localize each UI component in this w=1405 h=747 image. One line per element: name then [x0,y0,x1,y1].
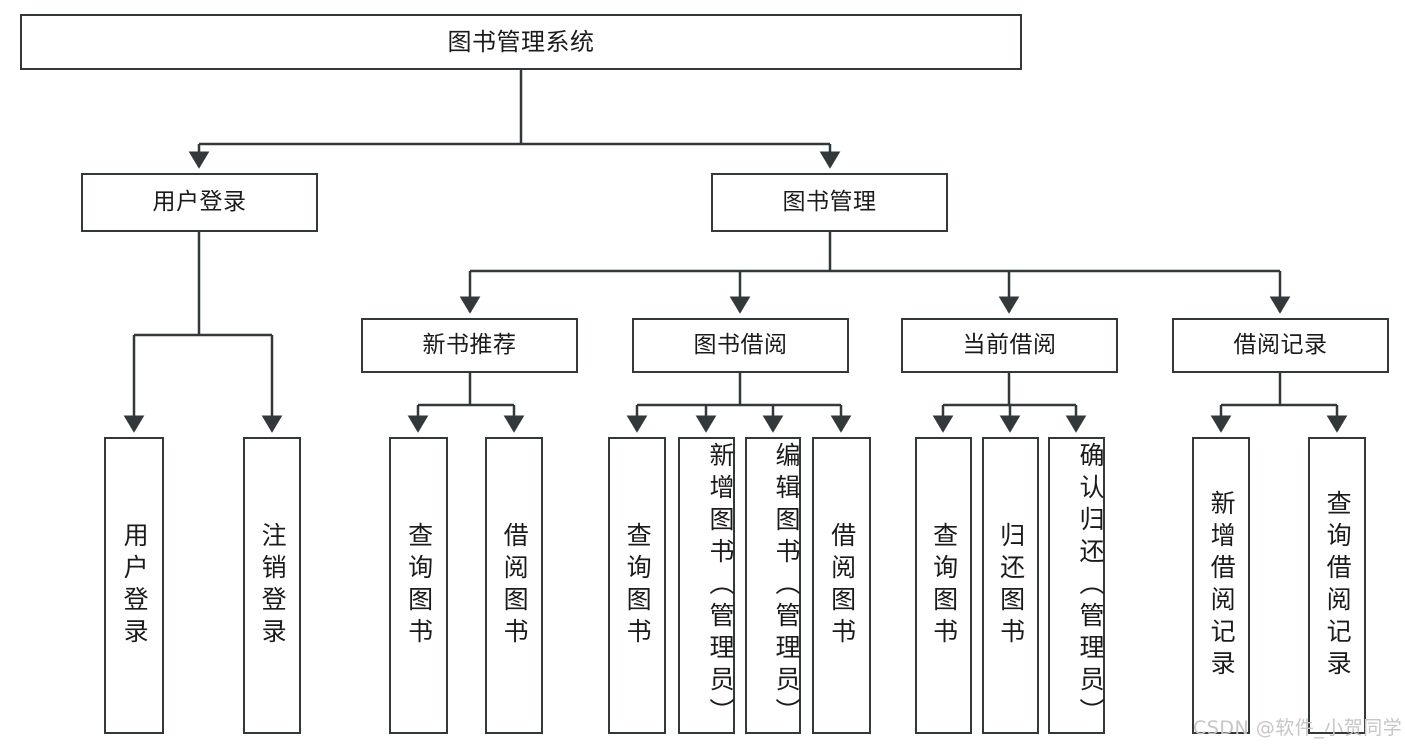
node-label: 归还图书 [996,521,1026,650]
node-user-login[interactable]: 用户登录 [81,173,318,232]
node-leaf-return-book[interactable]: 归还图书 [982,437,1039,734]
node-label: 图书管理系统 [447,27,595,56]
node-current-borrow[interactable]: 当前借阅 [901,318,1118,373]
node-leaf-user-login[interactable]: 用户登录 [104,437,164,734]
node-label: 查询图书 [623,521,653,650]
node-label: 编辑图书（管理员） [772,441,801,730]
node-label: 确认归还（管理员） [1076,441,1105,730]
node-label: 注销登录 [258,521,288,650]
node-leaf-query-borrow-record[interactable]: 查询借阅记录 [1308,437,1366,734]
node-label: 借阅记录 [1233,331,1328,358]
node-root-system[interactable]: 图书管理系统 [20,14,1022,70]
node-leaf-borrow-book-2[interactable]: 借阅图书 [812,437,871,734]
node-book-borrow[interactable]: 图书借阅 [632,318,849,373]
node-label: 用户登录 [120,521,150,650]
node-label: 图书管理 [782,188,877,215]
node-leaf-confirm-return-admin[interactable]: 确认归还（管理员） [1048,437,1105,734]
node-label: 用户登录 [152,188,247,215]
node-borrow-record[interactable]: 借阅记录 [1172,318,1389,373]
node-leaf-add-borrow-record[interactable]: 新增借阅记录 [1192,437,1250,734]
csdn-watermark: CSDN @软件_小贺同学 [1193,717,1403,739]
node-leaf-query-book-2[interactable]: 查询图书 [608,437,666,734]
node-label: 查询借阅记录 [1323,489,1353,682]
node-label: 当前借阅 [962,331,1057,358]
node-label: 图书借阅 [693,331,788,358]
node-label: 新书推荐 [422,331,517,358]
node-leaf-add-book-admin[interactable]: 新增图书（管理员） [678,437,735,734]
node-book-management[interactable]: 图书管理 [711,173,948,232]
node-label: 新增借阅记录 [1207,489,1237,682]
node-label: 新增图书（管理员） [706,441,735,730]
node-leaf-query-book-1[interactable]: 查询图书 [389,437,448,734]
node-leaf-logout-login[interactable]: 注销登录 [243,437,301,734]
node-label: 查询图书 [929,521,959,650]
node-leaf-edit-book-admin[interactable]: 编辑图书（管理员） [745,437,801,734]
node-leaf-query-book-3[interactable]: 查询图书 [915,437,972,734]
node-new-book-recommend[interactable]: 新书推荐 [361,318,578,373]
node-leaf-borrow-book-1[interactable]: 借阅图书 [485,437,543,734]
node-label: 查询图书 [404,521,434,650]
node-label: 借阅图书 [827,521,857,650]
node-label: 借阅图书 [500,521,530,650]
